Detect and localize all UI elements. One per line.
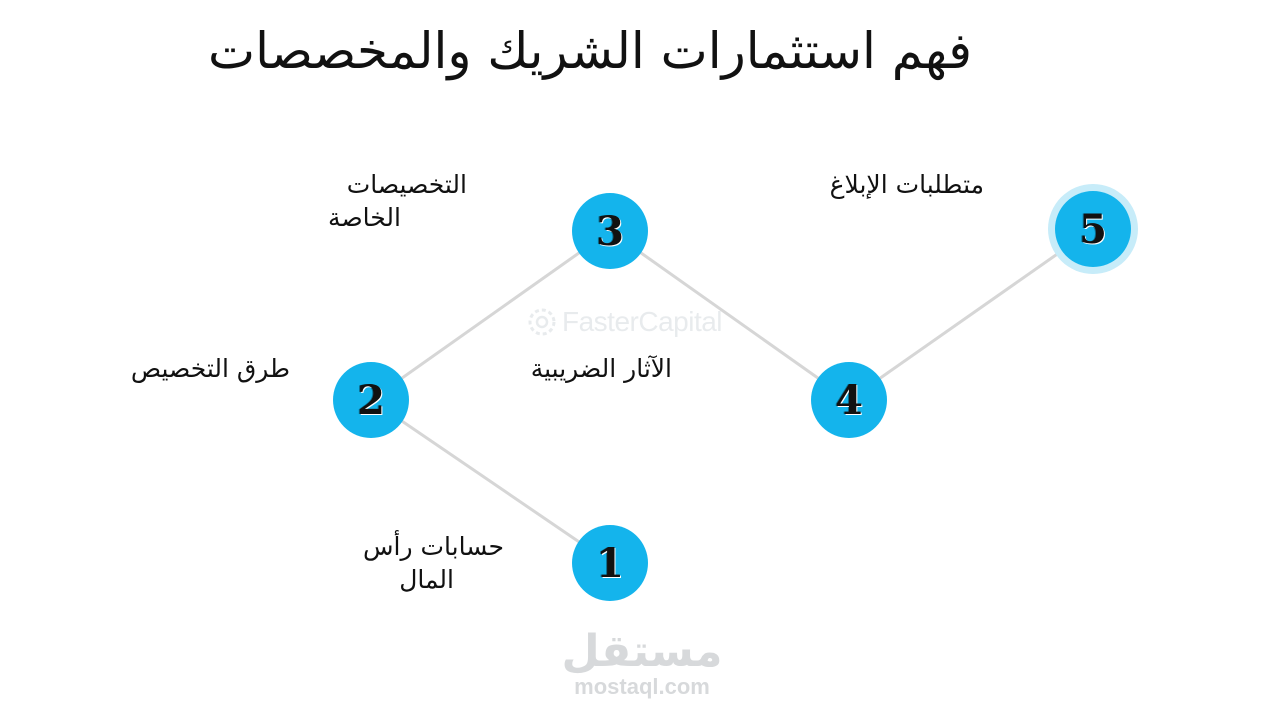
step-label-1-line-1: حسابات رأس [363,532,504,561]
step-label-5: متطلبات الإبلاغ [830,168,984,201]
gear-logo-icon [528,308,556,336]
step-node-5: 5 [1055,191,1131,267]
step-number-2: 2 [357,376,385,424]
step-label-2: طرق التخصيص [131,352,290,385]
step-label-3-line-2: الخاصة [328,203,401,232]
watermark-logo: مستقل [561,626,723,677]
step-number-5: 5 [1079,205,1107,253]
step-label-1-line-2: المال [399,565,454,594]
step-number-1: 1 [596,539,624,587]
step-number-3: 3 [596,207,624,255]
step-node-1: 1 [572,525,648,601]
watermark-fastercapital: FasterCapital [526,306,723,338]
connector-2-3 [370,229,611,402]
step-label-4-line-1: الآثار الضريبية [530,354,672,383]
page-title: فهم استثمارات الشريك والمخصصات [208,22,972,80]
connector-4-5 [848,227,1094,402]
step-node-4: 4 [811,362,887,438]
watermark-text: FasterCapital [562,306,723,337]
connector-1-2 [370,398,611,565]
step-number-4: 4 [835,376,863,424]
step-label-5-line-1: متطلبات الإبلاغ [829,170,984,199]
step-label-1: حسابات رأس المال [363,530,504,596]
step-label-3-line-1: التخصيصات [346,170,467,199]
step-node-2: 2 [333,362,409,438]
step-label-4: الآثار الضريبية [531,352,672,385]
watermark-domain: mostaql.com [574,674,710,699]
step-node-3: 3 [572,193,648,269]
watermark-mostaql: مستقل mostaql.com [548,630,736,700]
step-label-3: التخصيصات الخاصة [328,168,467,234]
step-label-2-line-1: طرق التخصيص [130,354,290,383]
connector-3-4 [609,229,850,402]
